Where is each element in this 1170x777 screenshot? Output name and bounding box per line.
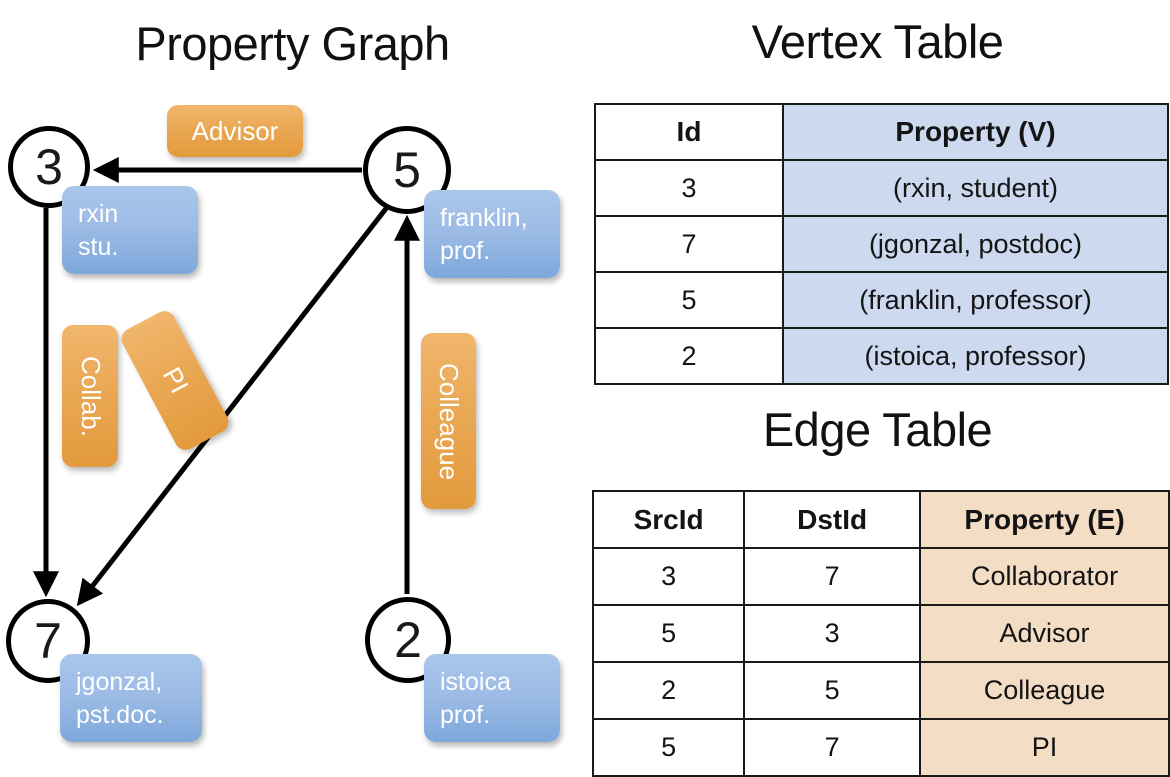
edge-badge-advisor-label: Advisor	[191, 115, 279, 146]
graph-node-2-label: 2	[394, 612, 422, 668]
node-5-property-box: franklin, prof.	[424, 190, 560, 278]
vertex-row-3-property: (istoica, professor)	[782, 327, 1169, 385]
vertex-table: Id Property (V) 3 (rxin, student) 7 (jgo…	[594, 103, 1169, 385]
node-3-property-box: rxin stu.	[62, 186, 198, 274]
edge-row-0-dst: 7	[743, 547, 922, 606]
graph-node-5-label: 5	[393, 142, 421, 198]
graph-node-7-label: 7	[34, 613, 62, 669]
edge-table-header-row: SrcId DstId Property (E)	[591, 490, 1170, 549]
edge-row-2-property: Colleague	[919, 661, 1170, 720]
node-2-property-line-2: prof.	[440, 701, 491, 729]
edge-table-header-srcid: SrcId	[591, 490, 746, 549]
edge-row-0-property: Collaborator	[919, 547, 1170, 606]
table-row[interactable]: 3 7 Collaborator	[591, 547, 1170, 606]
edge-badge-collab: Collab.	[62, 325, 118, 467]
node-3-property-line-2: stu.	[78, 233, 119, 261]
graph-node-5[interactable]: 5	[363, 126, 451, 214]
vertex-row-0-property: (rxin, student)	[782, 159, 1169, 217]
node-3-property-line-1: rxin	[78, 200, 119, 228]
graph-node-2[interactable]: 2	[365, 597, 451, 683]
table-row[interactable]: 5 3 Advisor	[591, 604, 1170, 663]
table-row[interactable]: 5 (franklin, professor)	[594, 271, 1169, 329]
edge-badge-collab-label: Collab.	[75, 355, 106, 437]
table-row[interactable]: 3 (rxin, student)	[594, 159, 1169, 217]
property-graph-diagram: 3 5 7 2 rxin stu. franklin, prof. jgonza…	[0, 0, 585, 760]
vertex-table-header-property: Property (V)	[782, 103, 1169, 161]
edge-badge-colleague: Colleague	[421, 333, 476, 509]
edge-row-1-dst: 3	[743, 604, 922, 663]
node-2-property-box: istoica prof.	[424, 654, 560, 742]
edge-row-0-src: 3	[591, 547, 746, 606]
edge-row-1-property: Advisor	[919, 604, 1170, 663]
edge-5-to-7-pi	[76, 204, 390, 607]
node-5-property-line-2: prof.	[440, 237, 491, 265]
vertex-row-3-id: 2	[594, 327, 784, 385]
vertex-row-2-id: 5	[594, 271, 784, 329]
vertex-row-1-property: (jgonzal, postdoc)	[782, 215, 1169, 273]
edge-row-2-src: 2	[591, 661, 746, 720]
vertex-row-0-id: 3	[594, 159, 784, 217]
page-title-property-graph: Property Graph	[135, 17, 450, 70]
vertex-row-1-id: 7	[594, 215, 784, 273]
graph-node-3-label: 3	[35, 139, 63, 195]
edge-badge-advisor: Advisor	[167, 105, 303, 157]
edge-table-header-dstid: DstId	[743, 490, 922, 549]
graph-edges-svg	[33, 157, 420, 607]
edge-row-3-src: 5	[591, 718, 746, 777]
vertex-row-2-property: (franklin, professor)	[782, 271, 1169, 329]
edge-row-3-property: PI	[919, 718, 1170, 777]
node-5-property-line-1: franklin,	[440, 204, 528, 232]
vertex-table-header-id: Id	[594, 103, 784, 161]
node-7-property-line-2: pst.doc.	[76, 701, 164, 729]
node-2-property-line-1: istoica	[440, 668, 511, 696]
vertex-table-header-row: Id Property (V)	[594, 103, 1169, 161]
page-title-edge-table: Edge Table	[762, 403, 993, 456]
table-row[interactable]: 2 5 Colleague	[591, 661, 1170, 720]
edge-badge-pi-label: PI	[156, 362, 195, 399]
table-row[interactable]: 5 7 PI	[591, 718, 1170, 777]
edge-row-2-dst: 5	[743, 661, 922, 720]
table-row[interactable]: 2 (istoica, professor)	[594, 327, 1169, 385]
edge-badge-colleague-label: Colleague	[434, 362, 464, 480]
table-row[interactable]: 7 (jgonzal, postdoc)	[594, 215, 1169, 273]
edge-row-1-src: 5	[591, 604, 746, 663]
edge-table: SrcId DstId Property (E) 3 7 Collaborato…	[591, 490, 1170, 777]
edge-table-header-property: Property (E)	[919, 490, 1170, 549]
page-title-vertex-table: Vertex Table	[751, 15, 1004, 68]
node-7-property-box: jgonzal, pst.doc.	[60, 654, 202, 742]
node-7-property-line-1: jgonzal,	[76, 668, 163, 696]
edge-row-3-dst: 7	[743, 718, 922, 777]
